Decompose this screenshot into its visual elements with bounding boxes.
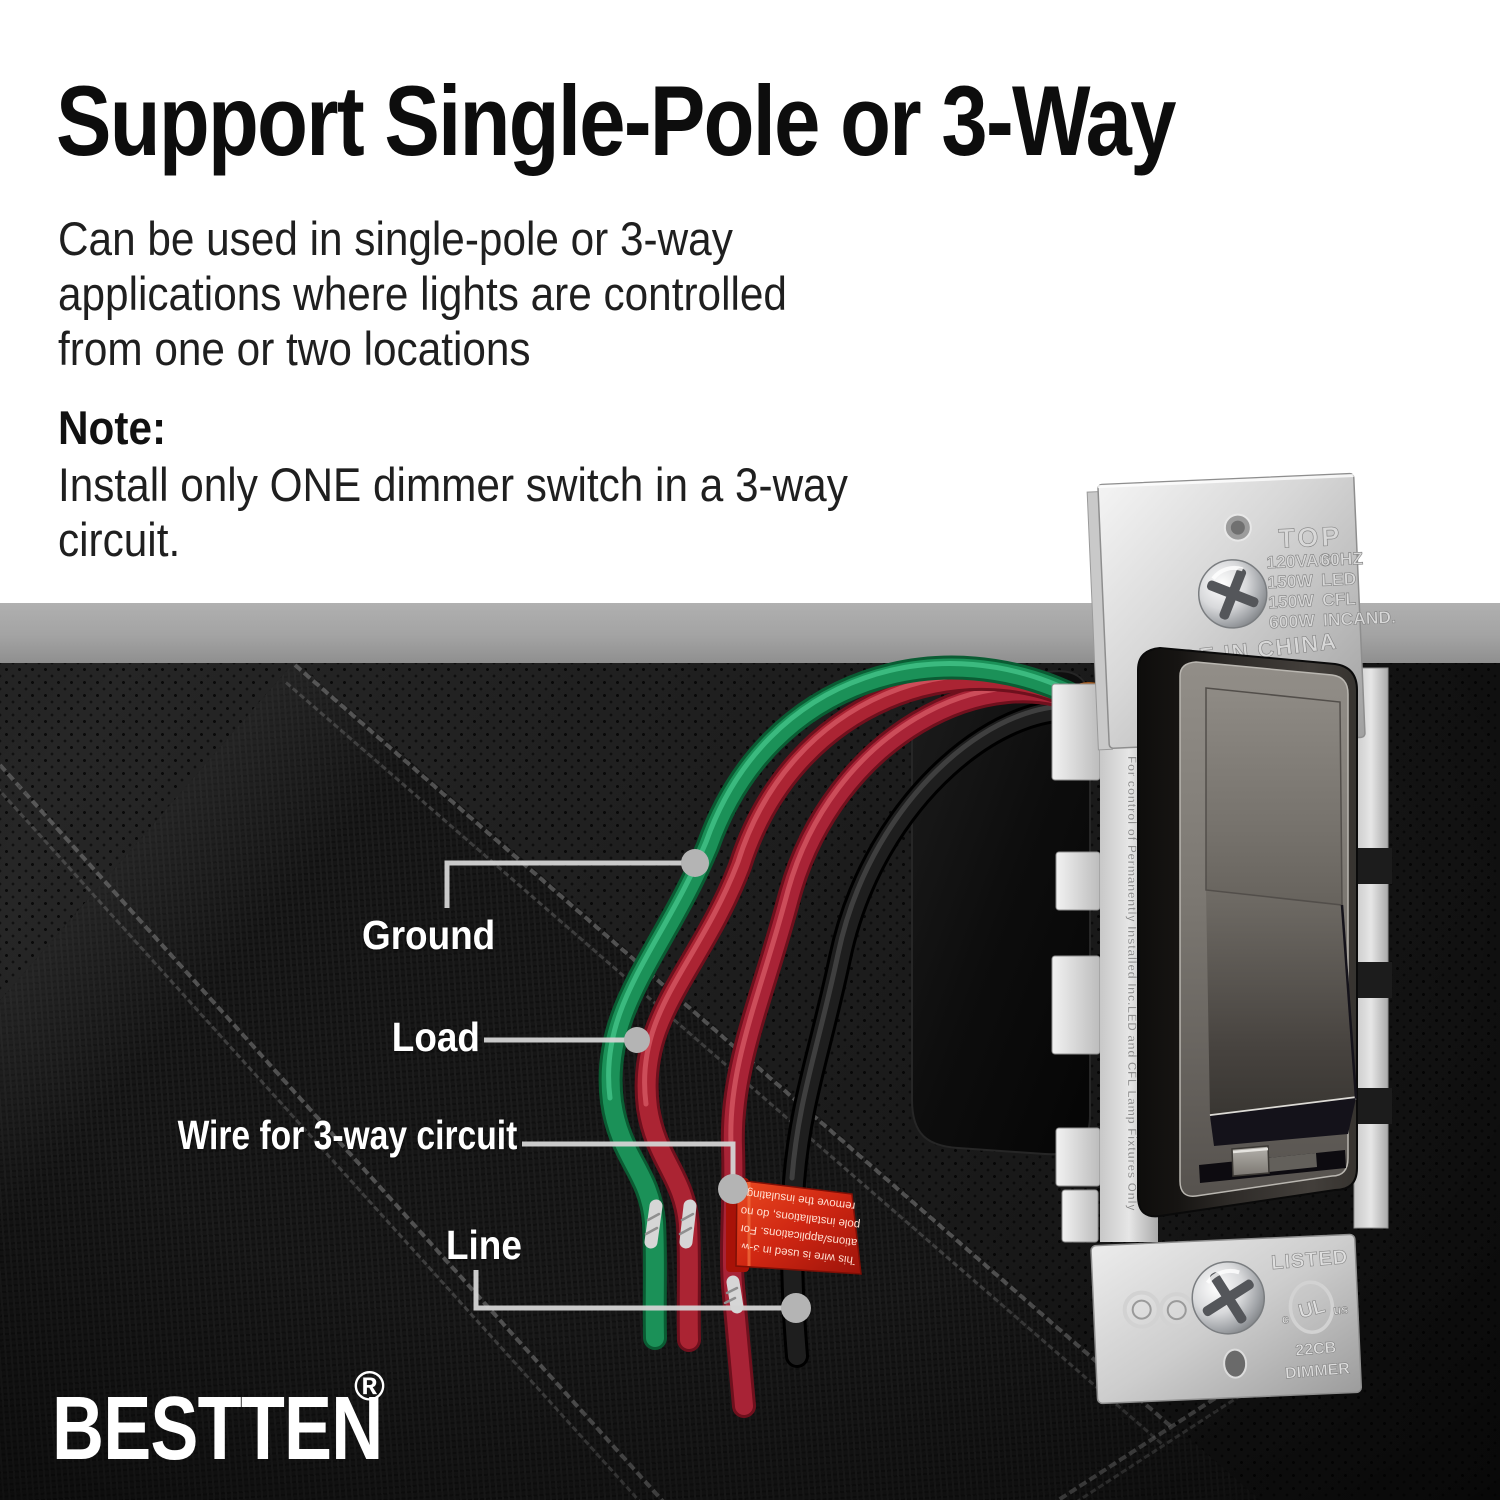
rating-type: CFL <box>1322 588 1357 609</box>
rocker-paddle <box>1205 687 1358 1146</box>
note-text: Install only ONE dimmer switch in a 3-wa… <box>58 458 848 566</box>
rating-type: LED <box>1321 568 1357 590</box>
wire-label-line: Line <box>446 1222 522 1268</box>
leader-ground <box>444 860 695 908</box>
mounting-tabs-left <box>1051 683 1101 1243</box>
brand-logo: BESTTEN <box>52 1379 383 1479</box>
rating-type: 60HZ <box>1320 548 1364 570</box>
page-title: Support Single-Pole or 3-Way <box>56 65 1177 176</box>
rating-watts: 150W <box>1268 590 1315 612</box>
wire-label-load: Load <box>391 1014 480 1060</box>
bottom-plate: LISTED UL c us 22CB DIMMER <box>1090 1233 1363 1405</box>
green-ground-wire <box>598 655 1096 1350</box>
ul-c-text: c <box>1281 1311 1289 1327</box>
embossed-cert-logos <box>1122 1290 1195 1329</box>
slider-handle <box>1231 1145 1270 1177</box>
callout-leaders <box>444 860 790 1311</box>
note-label: Note: <box>58 401 167 454</box>
dimmer-switch: For control of Permanently Installed Inc… <box>1051 472 1397 1405</box>
stripped-copper <box>644 1199 663 1249</box>
strap-side-text: For control of Permanently Installed Inc… <box>1125 756 1139 1211</box>
ul-us-text: us <box>1333 1301 1349 1317</box>
mounting-strap-right <box>1352 667 1392 1229</box>
dimmer-slider <box>1199 1145 1346 1183</box>
plate-top-marking: TOP <box>1278 521 1343 554</box>
rating-watts: 120VAC <box>1266 550 1332 573</box>
wires <box>598 655 1103 1418</box>
leader-three-way <box>522 1141 736 1182</box>
rating-watts: 600W <box>1269 610 1316 632</box>
model-text: 22CB <box>1295 1339 1337 1359</box>
stripped-copper <box>726 1275 744 1314</box>
wire-label-ground: Ground <box>362 912 496 958</box>
dimmer-text: DIMMER <box>1284 1360 1350 1382</box>
dot-load <box>624 1027 650 1053</box>
rating-watts: 150W <box>1267 570 1314 592</box>
wire-label-three-way: Wire for 3-way circuit <box>177 1112 517 1158</box>
warning-tag: This wire is used in 3-way installations… <box>726 1178 866 1275</box>
dot-ground <box>681 849 709 877</box>
rating-type: INCAND. <box>1323 607 1397 630</box>
leader-line <box>473 1270 790 1311</box>
callout-dots <box>624 849 811 1323</box>
description-text: Can be used in single-pole or 3-way appl… <box>58 212 787 375</box>
registered-trademark-icon: ® <box>354 1362 385 1409</box>
dot-three-way <box>718 1174 748 1204</box>
mounting-screw-top <box>1197 559 1268 629</box>
stripped-copper <box>679 1199 697 1249</box>
mounting-screw-bottom <box>1191 1261 1266 1335</box>
dot-line <box>781 1293 811 1323</box>
mounting-hole <box>1223 1348 1248 1379</box>
